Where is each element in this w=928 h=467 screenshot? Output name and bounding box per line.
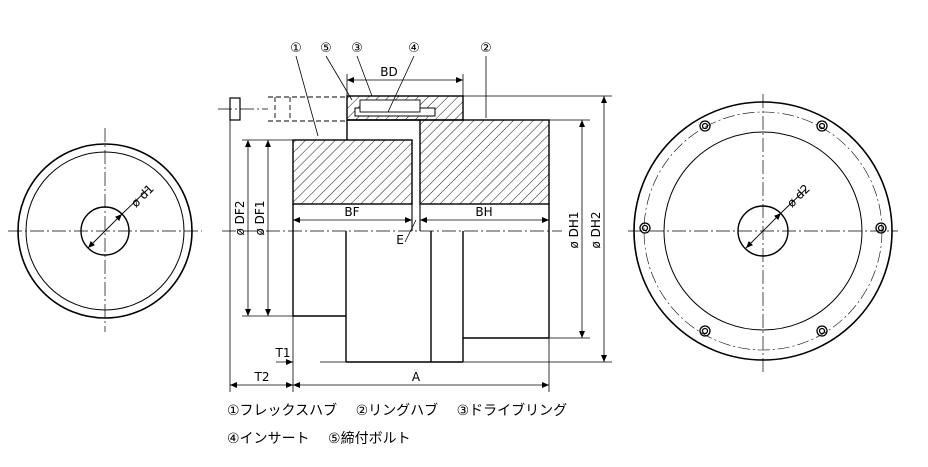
callout-leaders (295, 55, 487, 137)
dim-BH: BH (475, 205, 492, 219)
dim-DH1: ø DH1 (567, 211, 581, 248)
dim-DH2: ø DH2 (589, 211, 603, 248)
bolt-hole-circle (643, 111, 883, 351)
callout-ring-hub: ② (480, 41, 492, 56)
callout-insert: ④ (408, 41, 420, 56)
side-view (218, 95, 562, 363)
callout-markers: ① ⑤ ③ ④ ② (290, 41, 492, 56)
dim-DF1: ø DF1 (253, 201, 267, 236)
dim-DF2: ø DF2 (233, 201, 247, 236)
d1-dim-line (87, 213, 123, 249)
ring-hub-section (419, 119, 550, 205)
legend-flex-hub: ①フレックスハブ (227, 403, 338, 419)
parts-legend-line-2: ④インサート ⑤締付ボルト (227, 428, 425, 448)
dim-BD: BD (380, 65, 397, 79)
d2-dim-line (745, 212, 782, 249)
dimension-lines (229, 74, 612, 392)
legend-clamp-bolt: ⑤締付ボルト (328, 431, 411, 447)
left-end-view (8, 128, 202, 332)
right-end-view (628, 94, 898, 374)
callout-clamp-bolt: ⑤ (320, 41, 332, 56)
d2-label: ø d2 (784, 182, 813, 211)
legend-drive-ring: ③ドライブリング (456, 403, 568, 419)
dim-BF: BF (344, 205, 359, 219)
parts-legend-line-1: ①フレックスハブ ②リングハブ ③ドライブリング (227, 400, 581, 420)
legend-insert: ④インサート (227, 431, 310, 447)
dim-T2: T2 (254, 370, 270, 384)
clamp-bolt (268, 96, 347, 122)
bolt-holes (639, 120, 887, 337)
d1-label: ø d1 (128, 182, 157, 211)
callout-flex-hub: ① (290, 41, 302, 56)
dim-A: A (412, 370, 421, 384)
callout-drive-ring: ③ (351, 41, 363, 56)
dim-E: E (396, 233, 404, 247)
flex-hub-section (292, 139, 413, 205)
dimension-labels: BD BF BH E A T2 T1 ø DF2 ø DF1 ø DH1 ø D… (233, 65, 603, 384)
legend-ring-hub: ②リングハブ (355, 403, 439, 419)
dim-T1: T1 (275, 346, 291, 360)
